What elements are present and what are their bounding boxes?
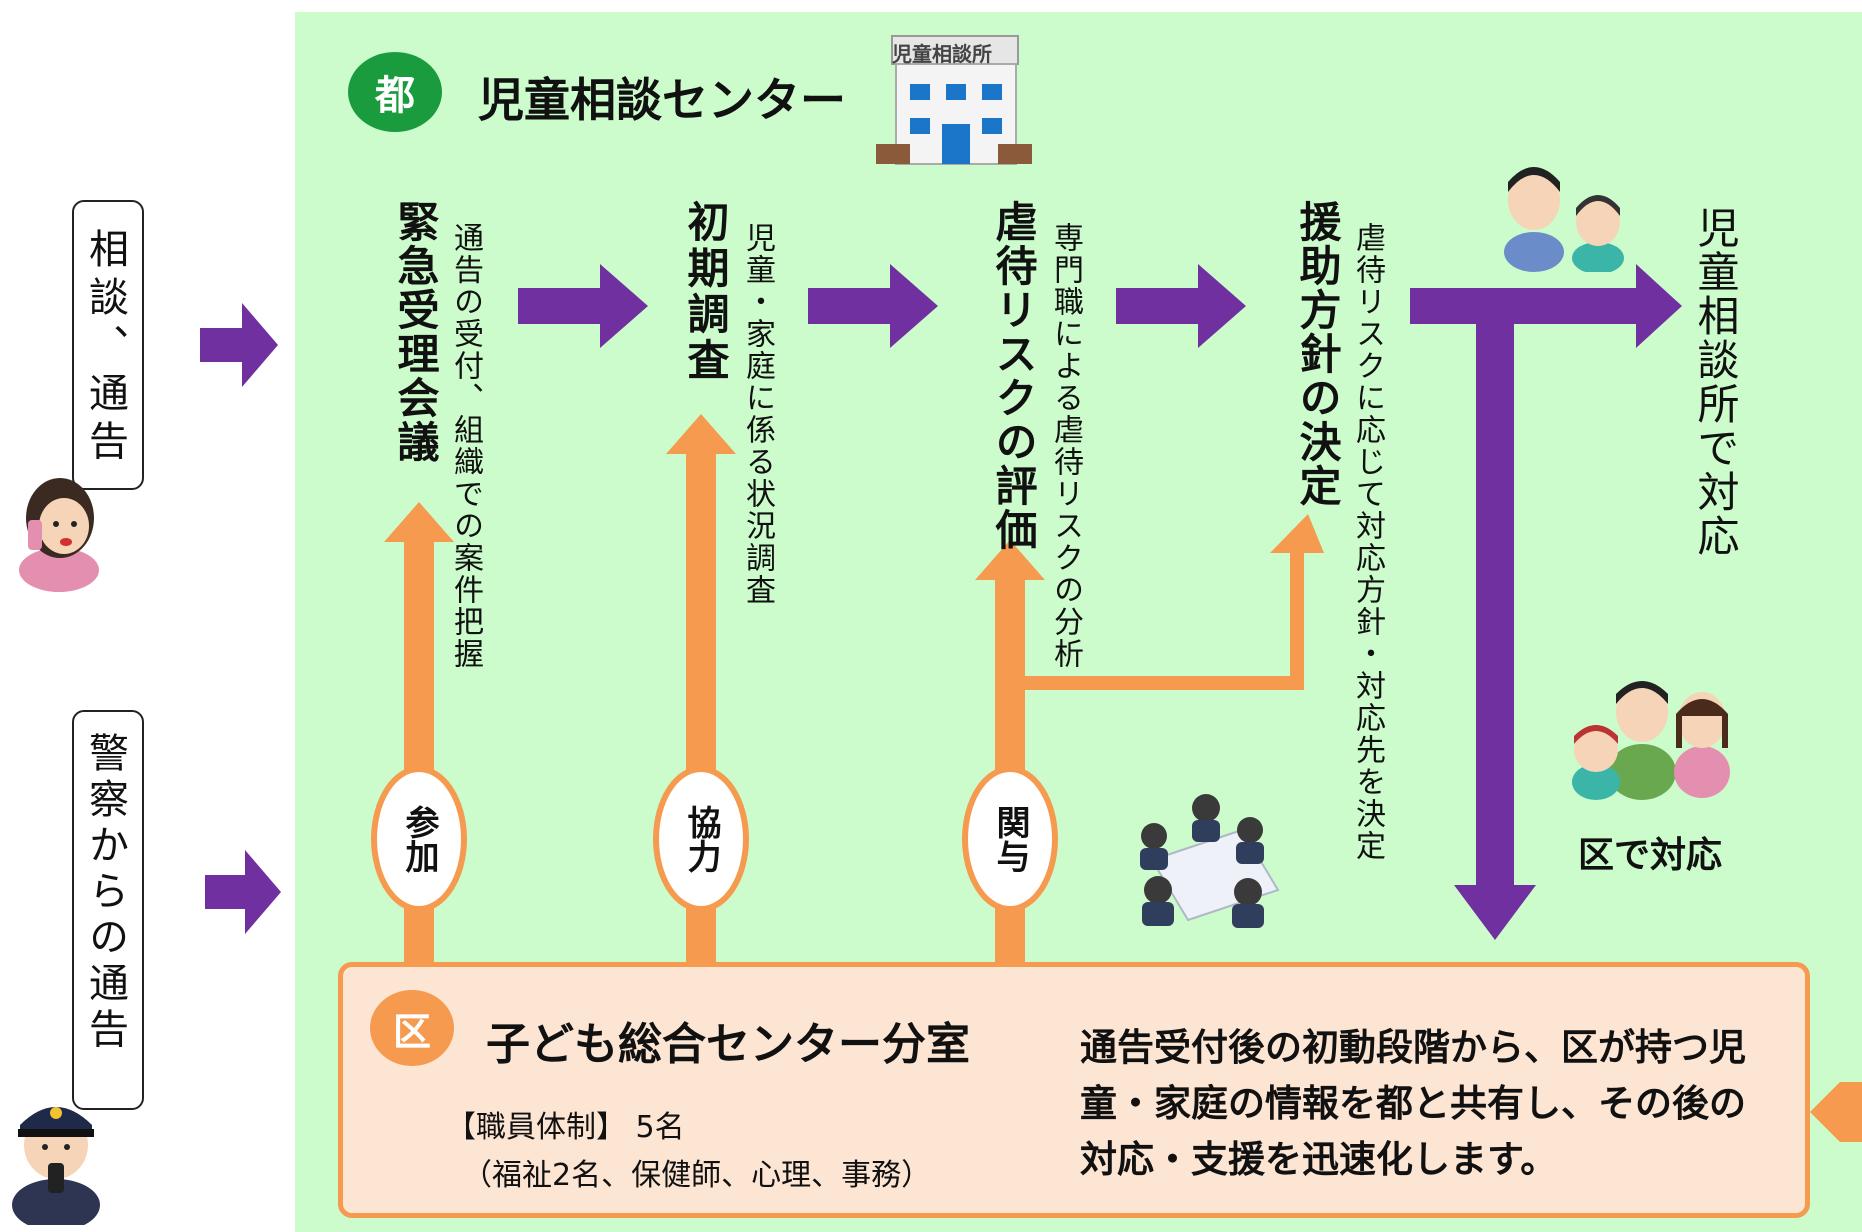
- support-arrow-participation: [384, 502, 454, 962]
- input-arrow-consultation: [200, 303, 278, 387]
- ward-office-box: [338, 962, 1810, 1218]
- step-initial-survey-desc: 児童・家庭に係る状況調査: [740, 222, 775, 606]
- building-sign: 児童相談所: [892, 42, 992, 66]
- step-support-policy-desc: 虐待リスクに応じて対応方針・対応先を決定: [1350, 222, 1385, 862]
- meeting-illustration: [1130, 790, 1280, 928]
- police-officer-illustration: [8, 1075, 103, 1225]
- ward-title: 子ども総合センター分室: [486, 1019, 970, 1070]
- support-arrow-branch: [1025, 514, 1324, 690]
- ward-staff-detail: （福祉2名、保健師、心理、事務）: [462, 1158, 932, 1193]
- worried-parent-child-illustration: [1502, 152, 1632, 272]
- role-cooperation-label: 協力: [681, 805, 721, 873]
- flow-arrow-4-horizontal: [1410, 264, 1682, 348]
- flow-arrow-1: [518, 264, 648, 348]
- metro-badge: 都: [348, 52, 442, 132]
- woman-on-phone-illustration: [14, 462, 104, 592]
- police-label: 警察からの通告: [82, 732, 128, 1054]
- police-bubble: [72, 710, 144, 1110]
- child-consultation-building-illustration: [874, 30, 1034, 170]
- step-emergency-meeting-desc: 通告の受付、組織での案件把握: [448, 222, 483, 670]
- role-participation-label: 参加: [399, 805, 439, 873]
- ward-description: 通告受付後の初動段階から、区が持つ児童・家庭の情報を都と共有し、その後の対応・支…: [1080, 1026, 1746, 1181]
- consultation-label: 相談、通告: [82, 228, 128, 468]
- ward-staff-line: 【職員体制】 5名: [446, 1110, 685, 1145]
- outcome-ward: 区で対応: [1578, 835, 1723, 876]
- step-risk-evaluation-title: 虐待リスクの評価: [989, 200, 1038, 552]
- role-participation-oval: 参加: [371, 766, 467, 912]
- step-risk-evaluation-desc: 専門職による虐待リスクの分析: [1048, 222, 1083, 670]
- family-illustration: [1566, 664, 1736, 804]
- support-arrow-involvement: [975, 540, 1045, 962]
- flow-arrow-4-down: [1454, 324, 1536, 940]
- ward-badge: 区: [370, 990, 454, 1066]
- support-arrow-cooperation: [666, 414, 736, 962]
- role-involvement-oval: 関与: [962, 766, 1058, 912]
- input-arrow-police: [205, 850, 281, 934]
- step-emergency-meeting-title: 緊急受理会議: [391, 200, 440, 464]
- flow-arrow-3: [1116, 264, 1246, 348]
- side-orange-arrow: [1810, 1082, 1862, 1142]
- flow-arrow-2: [808, 264, 938, 348]
- step-support-policy-title: 援助方針の決定: [1293, 200, 1342, 508]
- outcome-child-center: 児童相談所で対応: [1691, 206, 1740, 558]
- metro-title: 児童相談センター: [478, 73, 846, 127]
- consultation-bubble: [72, 200, 144, 490]
- role-cooperation-oval: 協力: [653, 766, 749, 912]
- role-involvement-label: 関与: [990, 805, 1030, 873]
- step-initial-survey-title: 初期調査: [681, 200, 730, 384]
